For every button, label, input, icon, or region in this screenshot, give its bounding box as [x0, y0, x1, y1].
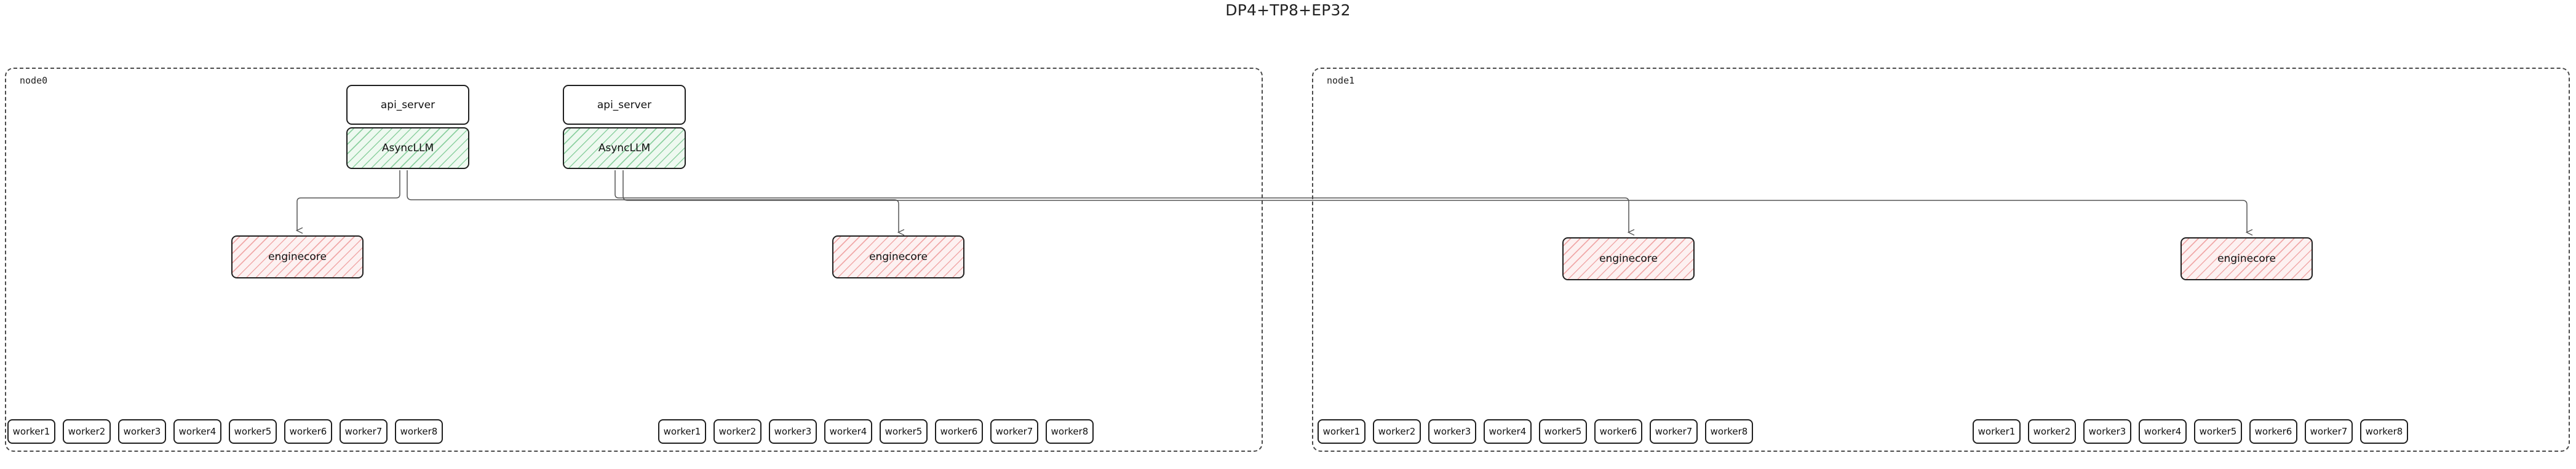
worker-box[interactable]: worker7: [990, 419, 1038, 444]
worker-box-label: worker8: [1051, 426, 1089, 437]
worker-box[interactable]: worker7: [2305, 419, 2353, 444]
worker-box[interactable]: worker4: [824, 419, 872, 444]
worker-box-label: worker5: [1544, 426, 1582, 437]
worker-box-label: worker6: [1599, 426, 1637, 437]
worker-box-label: worker1: [12, 426, 50, 437]
enginecore-box[interactable]: enginecore: [832, 235, 964, 278]
worker-box-label: worker2: [68, 426, 106, 437]
worker-box-label: worker3: [1433, 426, 1471, 437]
enginecore-box[interactable]: enginecore: [231, 235, 364, 278]
worker-box[interactable]: worker4: [2139, 419, 2187, 444]
worker-box-label: worker6: [289, 426, 327, 437]
worker-box[interactable]: worker6: [2249, 419, 2297, 444]
api-server-box[interactable]: api_server: [346, 85, 469, 125]
worker-box-label: worker1: [1978, 426, 2016, 437]
worker-box-label: worker7: [344, 426, 383, 437]
worker-box-label: worker4: [829, 426, 867, 437]
page-title: DP4+TP8+EP32: [1225, 1, 1351, 19]
worker-box-label: worker3: [2088, 426, 2126, 437]
worker-box[interactable]: worker8: [395, 419, 443, 444]
enginecore-box-label: enginecore: [2217, 253, 2276, 265]
asyncllm-box-label: AsyncLLM: [598, 142, 651, 154]
asyncllm-box-label: AsyncLLM: [381, 142, 434, 154]
enginecore-box-label: enginecore: [1599, 253, 1658, 265]
worker-box-label: worker7: [2310, 426, 2348, 437]
worker-box-label: worker2: [718, 426, 757, 437]
enginecore-box[interactable]: enginecore: [1562, 237, 1695, 280]
worker-box-label: worker1: [663, 426, 701, 437]
worker-box[interactable]: worker2: [1373, 419, 1421, 444]
worker-box-label: worker2: [2033, 426, 2071, 437]
worker-box[interactable]: worker6: [284, 419, 332, 444]
cluster-label-node1: node1: [1327, 75, 1355, 86]
enginecore-box-label: enginecore: [268, 251, 327, 263]
worker-box-label: worker5: [234, 426, 272, 437]
worker-box-label: worker6: [2254, 426, 2292, 437]
worker-box[interactable]: worker2: [2028, 419, 2076, 444]
worker-box-label: worker5: [885, 426, 923, 437]
node-cluster-node0: node0: [5, 68, 1263, 452]
worker-box[interactable]: worker7: [340, 419, 388, 444]
worker-box-label: worker6: [940, 426, 978, 437]
worker-box-label: worker3: [123, 426, 161, 437]
worker-box[interactable]: worker3: [2083, 419, 2131, 444]
worker-box-label: worker4: [178, 426, 217, 437]
cluster-label-node0: node0: [20, 75, 48, 86]
worker-box[interactable]: worker5: [229, 419, 277, 444]
worker-box[interactable]: worker5: [1539, 419, 1587, 444]
worker-box[interactable]: worker6: [1594, 419, 1642, 444]
worker-box-label: worker8: [1710, 426, 1748, 437]
api-server-box[interactable]: api_server: [563, 85, 686, 125]
worker-box[interactable]: worker3: [118, 419, 166, 444]
worker-box[interactable]: worker1: [1973, 419, 2021, 444]
worker-box-label: worker7: [995, 426, 1033, 437]
asyncllm-box[interactable]: AsyncLLM: [346, 127, 469, 169]
worker-box[interactable]: worker1: [7, 419, 55, 444]
worker-box-label: worker4: [1489, 426, 1527, 437]
api-server-box-label: api_server: [380, 98, 435, 111]
worker-box[interactable]: worker4: [1484, 419, 1532, 444]
worker-box[interactable]: worker1: [658, 419, 706, 444]
worker-box[interactable]: worker8: [1046, 419, 1094, 444]
worker-box[interactable]: worker7: [1650, 419, 1698, 444]
worker-box-label: worker1: [1322, 426, 1361, 437]
worker-box[interactable]: worker6: [935, 419, 983, 444]
worker-box-label: worker7: [1655, 426, 1693, 437]
worker-box-label: worker8: [2365, 426, 2403, 437]
node-cluster-node1: node1: [1312, 68, 2570, 452]
worker-box[interactable]: worker5: [2194, 419, 2242, 444]
worker-box[interactable]: worker3: [1428, 419, 1476, 444]
worker-box-label: worker2: [1378, 426, 1416, 437]
api-server-box-label: api_server: [597, 98, 652, 111]
worker-box[interactable]: worker1: [1318, 419, 1366, 444]
enginecore-box-label: enginecore: [869, 251, 928, 263]
worker-box[interactable]: worker3: [769, 419, 817, 444]
worker-box[interactable]: worker2: [63, 419, 111, 444]
worker-box[interactable]: worker5: [880, 419, 928, 444]
worker-box[interactable]: worker2: [714, 419, 761, 444]
asyncllm-box[interactable]: AsyncLLM: [563, 127, 686, 169]
worker-box-label: worker5: [2199, 426, 2237, 437]
worker-box[interactable]: worker8: [2360, 419, 2408, 444]
worker-box-label: worker4: [2144, 426, 2182, 437]
worker-box-label: worker3: [774, 426, 812, 437]
enginecore-box[interactable]: enginecore: [2180, 237, 2313, 280]
worker-box-label: worker8: [400, 426, 438, 437]
worker-box[interactable]: worker4: [173, 419, 221, 444]
worker-box[interactable]: worker8: [1705, 419, 1753, 444]
